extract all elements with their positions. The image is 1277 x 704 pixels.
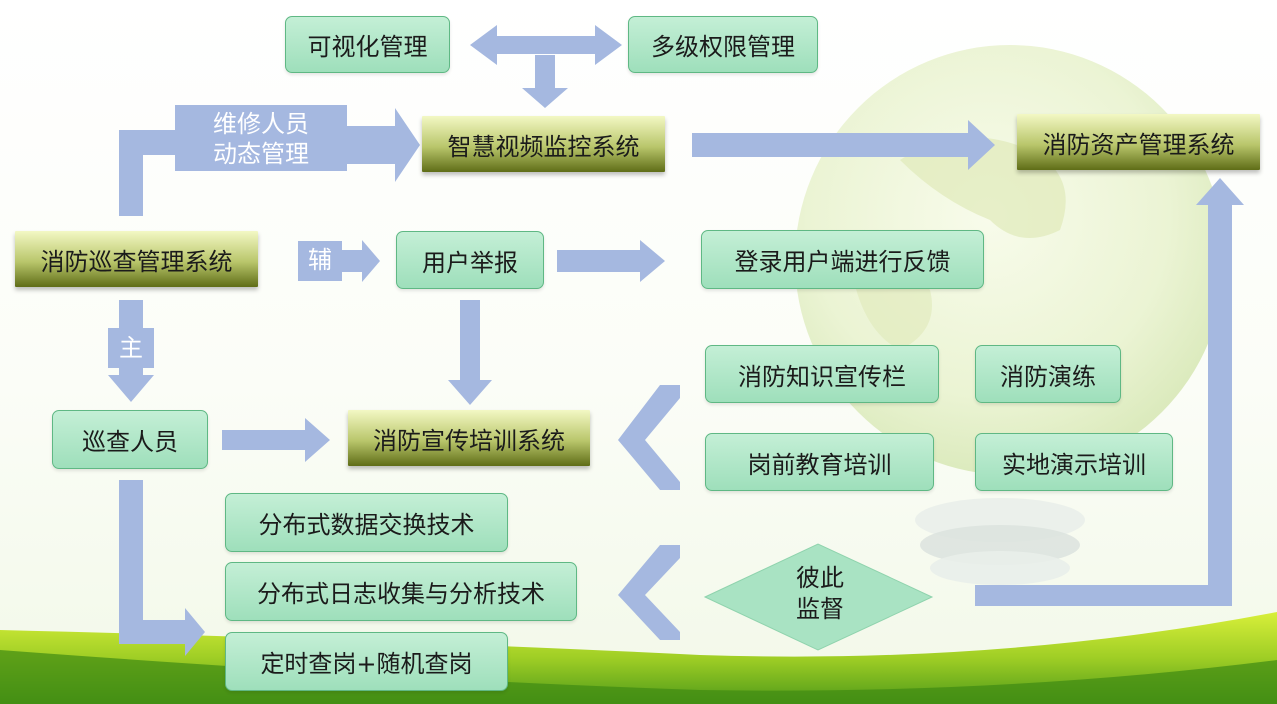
node-video-monitor: 智慧视频监控系统 (422, 116, 665, 172)
chevron-left-bottom (618, 545, 680, 640)
node-log-analysis: 分布式日志收集与分析技术 (225, 562, 577, 621)
double-arrow (470, 25, 622, 65)
node-visual-mgmt: 可视化管理 (285, 16, 450, 73)
supervision-label: 彼此监督 (796, 564, 844, 623)
node-knowledge-board: 消防知识宣传栏 (705, 345, 939, 403)
l-arrow-up (119, 130, 175, 216)
auxiliary-label: 辅 (308, 246, 332, 274)
node-patrol-mgmt: 消防巡查管理系统 (15, 231, 258, 287)
node-field-demo: 实地演示培训 (975, 433, 1173, 491)
node-timed-check: 定时查岗+随机查岗 (225, 632, 508, 691)
l-arrow-right (975, 178, 1244, 606)
node-training-system: 消防宣传培训系统 (348, 410, 590, 466)
node-asset-mgmt: 消防资产管理系统 (1017, 114, 1260, 170)
node-drill: 消防演练 (975, 345, 1121, 403)
maintenance-label: 维修人员动态管理 (213, 110, 309, 168)
node-permission-mgmt: 多级权限管理 (628, 16, 818, 73)
main-label: 主 (119, 334, 143, 362)
chevron-left-top (618, 385, 680, 490)
node-patrol-staff: 巡查人员 (52, 410, 208, 469)
node-user-report: 用户举报 (396, 231, 544, 289)
node-distributed-exchange: 分布式数据交换技术 (225, 493, 508, 552)
supervision-diamond (703, 543, 934, 651)
node-pre-job-training: 岗前教育培训 (705, 433, 934, 491)
node-login-feedback: 登录用户端进行反馈 (701, 230, 984, 289)
